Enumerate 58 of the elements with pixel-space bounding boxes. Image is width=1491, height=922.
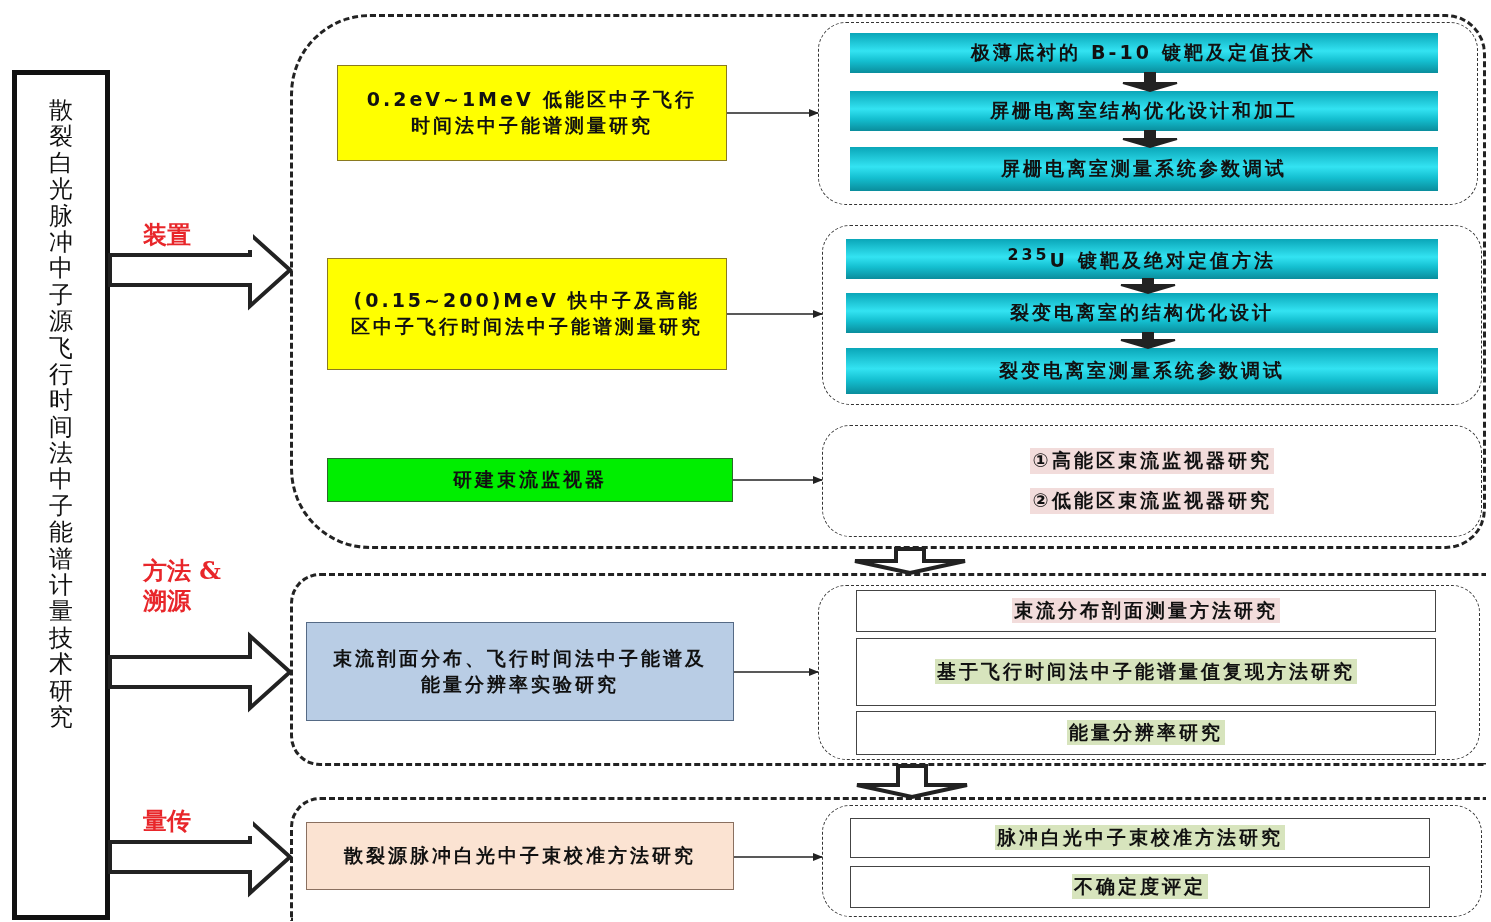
dashed-subgroup-panel — [818, 22, 1478, 205]
arrow — [732, 475, 824, 485]
box-label: $^{235}$U 镀靶及绝对定值方法 — [1007, 243, 1276, 273]
box-label: 束流剖面分布、飞行时间法中子能谱及能量分辨率实验研究 — [333, 645, 707, 697]
box-label: 屏栅电离室测量系统参数调试 — [1000, 155, 1287, 181]
block-arrow — [1122, 72, 1178, 93]
process-box — [327, 258, 727, 370]
box-label: 散裂源脉冲白光中子束校准方法研究 — [344, 843, 696, 869]
box-label: 不确定度评定 — [1071, 873, 1208, 900]
box-label: 脉冲白光中子束校准方法研究 — [994, 824, 1285, 851]
process-box — [306, 622, 734, 721]
arrow — [733, 667, 820, 677]
edge-label: 量传 — [143, 806, 253, 836]
box-label: 0.2eV~1MeV 低能区中子飞行时间法中子能谱测量研究 — [365, 87, 699, 138]
box-label: 屏栅电离室结构优化设计和加工 — [989, 97, 1298, 123]
task-box — [855, 637, 1436, 706]
dashed-group-panel — [290, 14, 1486, 549]
dashed-group-panel — [290, 797, 1486, 921]
block-arrow — [1120, 278, 1176, 295]
box-label: 极薄底衬的 B-10 镀靶及定值技术 — [971, 39, 1316, 65]
block-arrow — [853, 547, 967, 576]
block-arrow — [855, 764, 969, 800]
box-label: 能量分辨率研究 — [1066, 719, 1225, 746]
arrow — [726, 309, 824, 319]
dashed-group-panel — [290, 573, 1486, 766]
process-box — [306, 822, 734, 890]
process-box — [337, 65, 727, 161]
dashed-subgroup-panel — [822, 225, 1482, 405]
task-box — [855, 710, 1436, 755]
dashed-subgroup-panel — [818, 585, 1480, 760]
dashed-subgroup-panel — [822, 425, 1482, 537]
edge-label: 装置 — [143, 220, 253, 250]
box-label: 裂变电离室的结构优化设计 — [1009, 299, 1274, 325]
box-label: 裂变电离室测量系统参数调试 — [998, 357, 1285, 383]
task-box — [849, 865, 1430, 908]
box-label: 基于飞行时间法中子能谱量值复现方法研究 — [934, 658, 1357, 685]
arrow — [726, 108, 820, 118]
arrow — [733, 852, 824, 862]
task-bar — [849, 90, 1438, 131]
task-bar — [849, 32, 1438, 73]
task-bar — [845, 292, 1438, 333]
box-label: ①高能区束流监视器研究 — [1030, 448, 1274, 474]
task-box — [849, 817, 1430, 858]
block-arrow — [108, 631, 293, 713]
box-label: ②低能区束流监视器研究 — [1030, 488, 1274, 514]
box-label: 研建束流监视器 — [453, 467, 607, 493]
block-arrow — [1122, 130, 1178, 149]
vertical-title-text: 散裂白光脉冲中子源飞行时间法中子能谱计量技术研究 — [49, 97, 73, 731]
task-bar — [845, 347, 1438, 394]
topic-box — [12, 70, 110, 920]
task-bar — [849, 146, 1438, 191]
process-box — [327, 458, 733, 502]
task-bar — [845, 238, 1438, 279]
dashed-subgroup-panel — [822, 805, 1482, 917]
box-label: (0.15~200)MeV 快中子及高能区中子飞行时间法中子能谱测量研究 — [350, 288, 704, 339]
task-box — [855, 589, 1436, 632]
box-label: 束流分布剖面测量方法研究 — [1011, 597, 1280, 624]
block-arrow — [1120, 332, 1176, 350]
